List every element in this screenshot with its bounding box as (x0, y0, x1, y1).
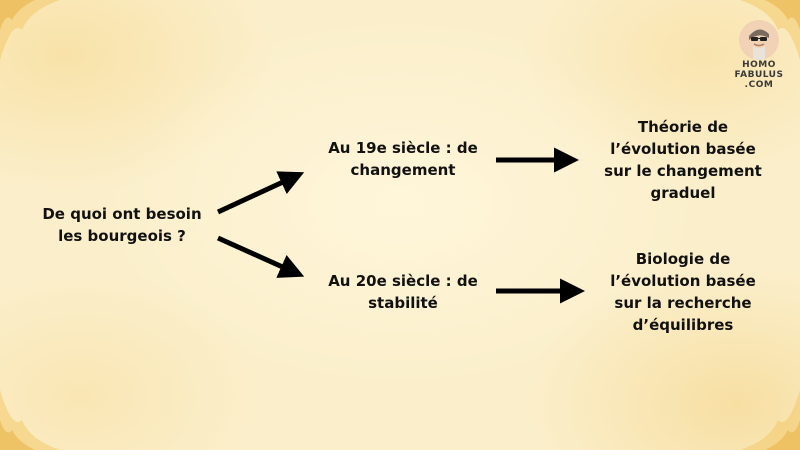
result-theorie-evolution: Théorie de l’évolution basée sur le chan… (604, 118, 762, 202)
logo-line-1: HOMO (742, 60, 776, 70)
arrow-root-to-19e (216, 171, 305, 215)
corner-ornament (730, 0, 800, 70)
branch-19e-siecle: Au 19e siècle : de changement (328, 139, 478, 179)
branch-20e-siecle: Au 20e siècle : de stabilité (328, 272, 478, 312)
avatar (739, 20, 779, 60)
logo-line-2: FABULUS (734, 70, 784, 80)
result-biologie-evolution: Biologie de l’évolution basée sur la rec… (610, 250, 756, 334)
logo-line-3: .COM (744, 80, 774, 90)
corner-ornament (0, 380, 70, 450)
corner-ornament (730, 380, 800, 450)
root-node: De quoi ont besoin les bourgeois ? (42, 205, 202, 245)
homo-fabulus-logo: HOMO FABULUS .COM (724, 20, 794, 90)
arrow-root-to-20e (216, 235, 305, 278)
corner-ornament (0, 0, 70, 70)
